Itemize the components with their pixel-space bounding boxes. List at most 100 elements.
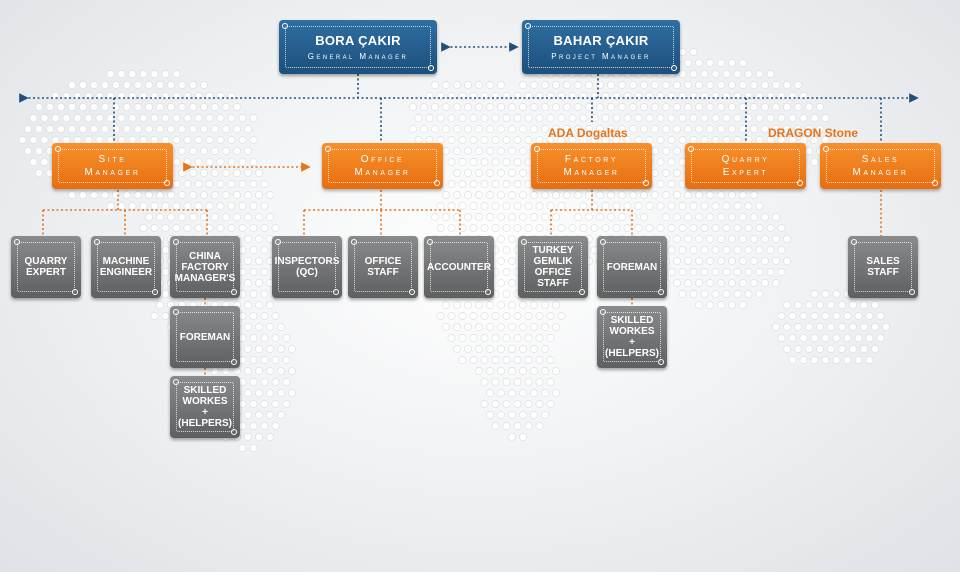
map-dot xyxy=(90,191,98,199)
map-dot xyxy=(799,312,808,320)
china-factory-managers-box[interactable]: CHINA FACTORY MANAGER'S xyxy=(170,236,240,298)
map-dot xyxy=(161,246,170,254)
staff-text: MANAGER'S xyxy=(174,272,236,284)
site-foreman-box[interactable]: FOREMAN xyxy=(170,306,240,368)
map-dot xyxy=(189,125,197,133)
map-dot xyxy=(260,224,269,232)
map-dot xyxy=(255,323,263,331)
map-dot xyxy=(167,213,175,221)
map-dot xyxy=(755,70,764,78)
map-dot xyxy=(535,312,544,320)
map-dot xyxy=(843,312,852,320)
map-dot xyxy=(733,268,742,276)
map-dot xyxy=(810,114,819,122)
sales-staff-box[interactable]: SALES STAFF xyxy=(848,236,918,298)
map-dot xyxy=(249,334,258,342)
map-dot xyxy=(843,334,852,342)
map-dot xyxy=(51,114,60,122)
map-dot xyxy=(711,290,720,298)
map-dot xyxy=(651,81,659,89)
project-manager-box[interactable]: BAHAR ÇAKIR Project Manager xyxy=(522,20,680,74)
map-dot xyxy=(260,180,269,188)
map-dot xyxy=(282,334,291,342)
map-dot xyxy=(90,81,98,89)
map-dot xyxy=(486,389,494,397)
map-dot xyxy=(882,323,890,331)
map-dot xyxy=(288,367,296,375)
map-dot xyxy=(678,70,687,78)
map-dot xyxy=(612,224,621,232)
map-dot xyxy=(827,323,835,331)
map-dot xyxy=(513,180,522,188)
turkey-gemlik-office-staff-box[interactable]: TURKEY GEMLIK OFFICE STAFF xyxy=(518,236,588,298)
map-dot xyxy=(766,114,775,122)
site-manager-line2: Manager xyxy=(84,167,141,178)
map-dot xyxy=(678,224,687,232)
quarry-expert-staff-box[interactable]: QUARRY EXPERT xyxy=(11,236,81,298)
map-dot xyxy=(519,323,527,331)
map-dot xyxy=(79,81,87,89)
map-dot xyxy=(491,334,500,342)
map-dot xyxy=(497,323,505,331)
factory-manager-line1: Factory xyxy=(564,154,619,165)
map-dot xyxy=(431,81,439,89)
map-dot xyxy=(502,224,511,232)
map-dot xyxy=(469,136,478,144)
factory-skilled-workers-box[interactable]: SKILLED WORKES + (HELPERS) xyxy=(597,306,667,368)
map-dot xyxy=(519,345,527,353)
site-skilled-workers-box[interactable]: SKILLED WORKES + (HELPERS) xyxy=(170,376,240,438)
map-dot xyxy=(728,257,736,265)
map-dot xyxy=(662,213,670,221)
map-dot xyxy=(502,136,511,144)
map-dot xyxy=(722,202,731,210)
general-manager-box[interactable]: BORA ÇAKIR General Manager xyxy=(279,20,437,74)
map-dot xyxy=(464,81,472,89)
map-dot xyxy=(57,103,65,111)
map-dot xyxy=(68,125,76,133)
map-dot xyxy=(200,103,208,111)
map-dot xyxy=(530,81,538,89)
map-dot xyxy=(205,202,214,210)
map-dot xyxy=(447,114,456,122)
inspectors-qc-box[interactable]: INSPECTORS (QC) xyxy=(272,236,342,298)
factory-manager-box[interactable]: Factory Manager xyxy=(531,143,652,189)
map-dot xyxy=(238,202,247,210)
office-manager-box[interactable]: Office Manager xyxy=(322,143,443,189)
map-dot xyxy=(469,114,478,122)
map-dot xyxy=(733,70,742,78)
map-dot xyxy=(161,114,170,122)
map-dot xyxy=(409,103,417,111)
machine-engineer-box[interactable]: MACHINE ENGINEER xyxy=(91,236,161,298)
map-dot xyxy=(519,389,527,397)
map-dot xyxy=(502,180,511,188)
map-dot xyxy=(453,191,461,199)
map-dot xyxy=(260,268,269,276)
map-dot xyxy=(508,191,516,199)
quarry-expert-manager-box[interactable]: Quarry Expert xyxy=(685,143,806,189)
map-dot xyxy=(761,125,769,133)
map-dot xyxy=(161,290,170,298)
sales-manager-box[interactable]: Sales Manager xyxy=(820,143,941,189)
map-dot xyxy=(414,114,423,122)
map-dot xyxy=(673,191,681,199)
map-dot xyxy=(244,257,252,265)
factory-foreman-box[interactable]: FOREMAN xyxy=(597,236,667,298)
accounter-box[interactable]: ACCOUNTER xyxy=(424,236,494,298)
map-dot xyxy=(200,81,208,89)
map-dot xyxy=(519,191,527,199)
office-staff-box[interactable]: OFFICE STAFF xyxy=(348,236,418,298)
map-dot xyxy=(183,114,192,122)
map-dot xyxy=(678,246,687,254)
map-dot xyxy=(849,345,857,353)
map-dot xyxy=(788,312,797,320)
map-dot xyxy=(689,224,698,232)
map-dot xyxy=(244,191,252,199)
map-dot xyxy=(568,114,577,122)
map-dot xyxy=(442,301,450,309)
map-dot xyxy=(645,202,654,210)
map-dot xyxy=(563,191,571,199)
site-manager-box[interactable]: Site Manager xyxy=(52,143,173,189)
map-dot xyxy=(244,323,252,331)
staff-text: EXPERT xyxy=(25,267,66,278)
staff-text: QUARRY xyxy=(24,256,68,267)
